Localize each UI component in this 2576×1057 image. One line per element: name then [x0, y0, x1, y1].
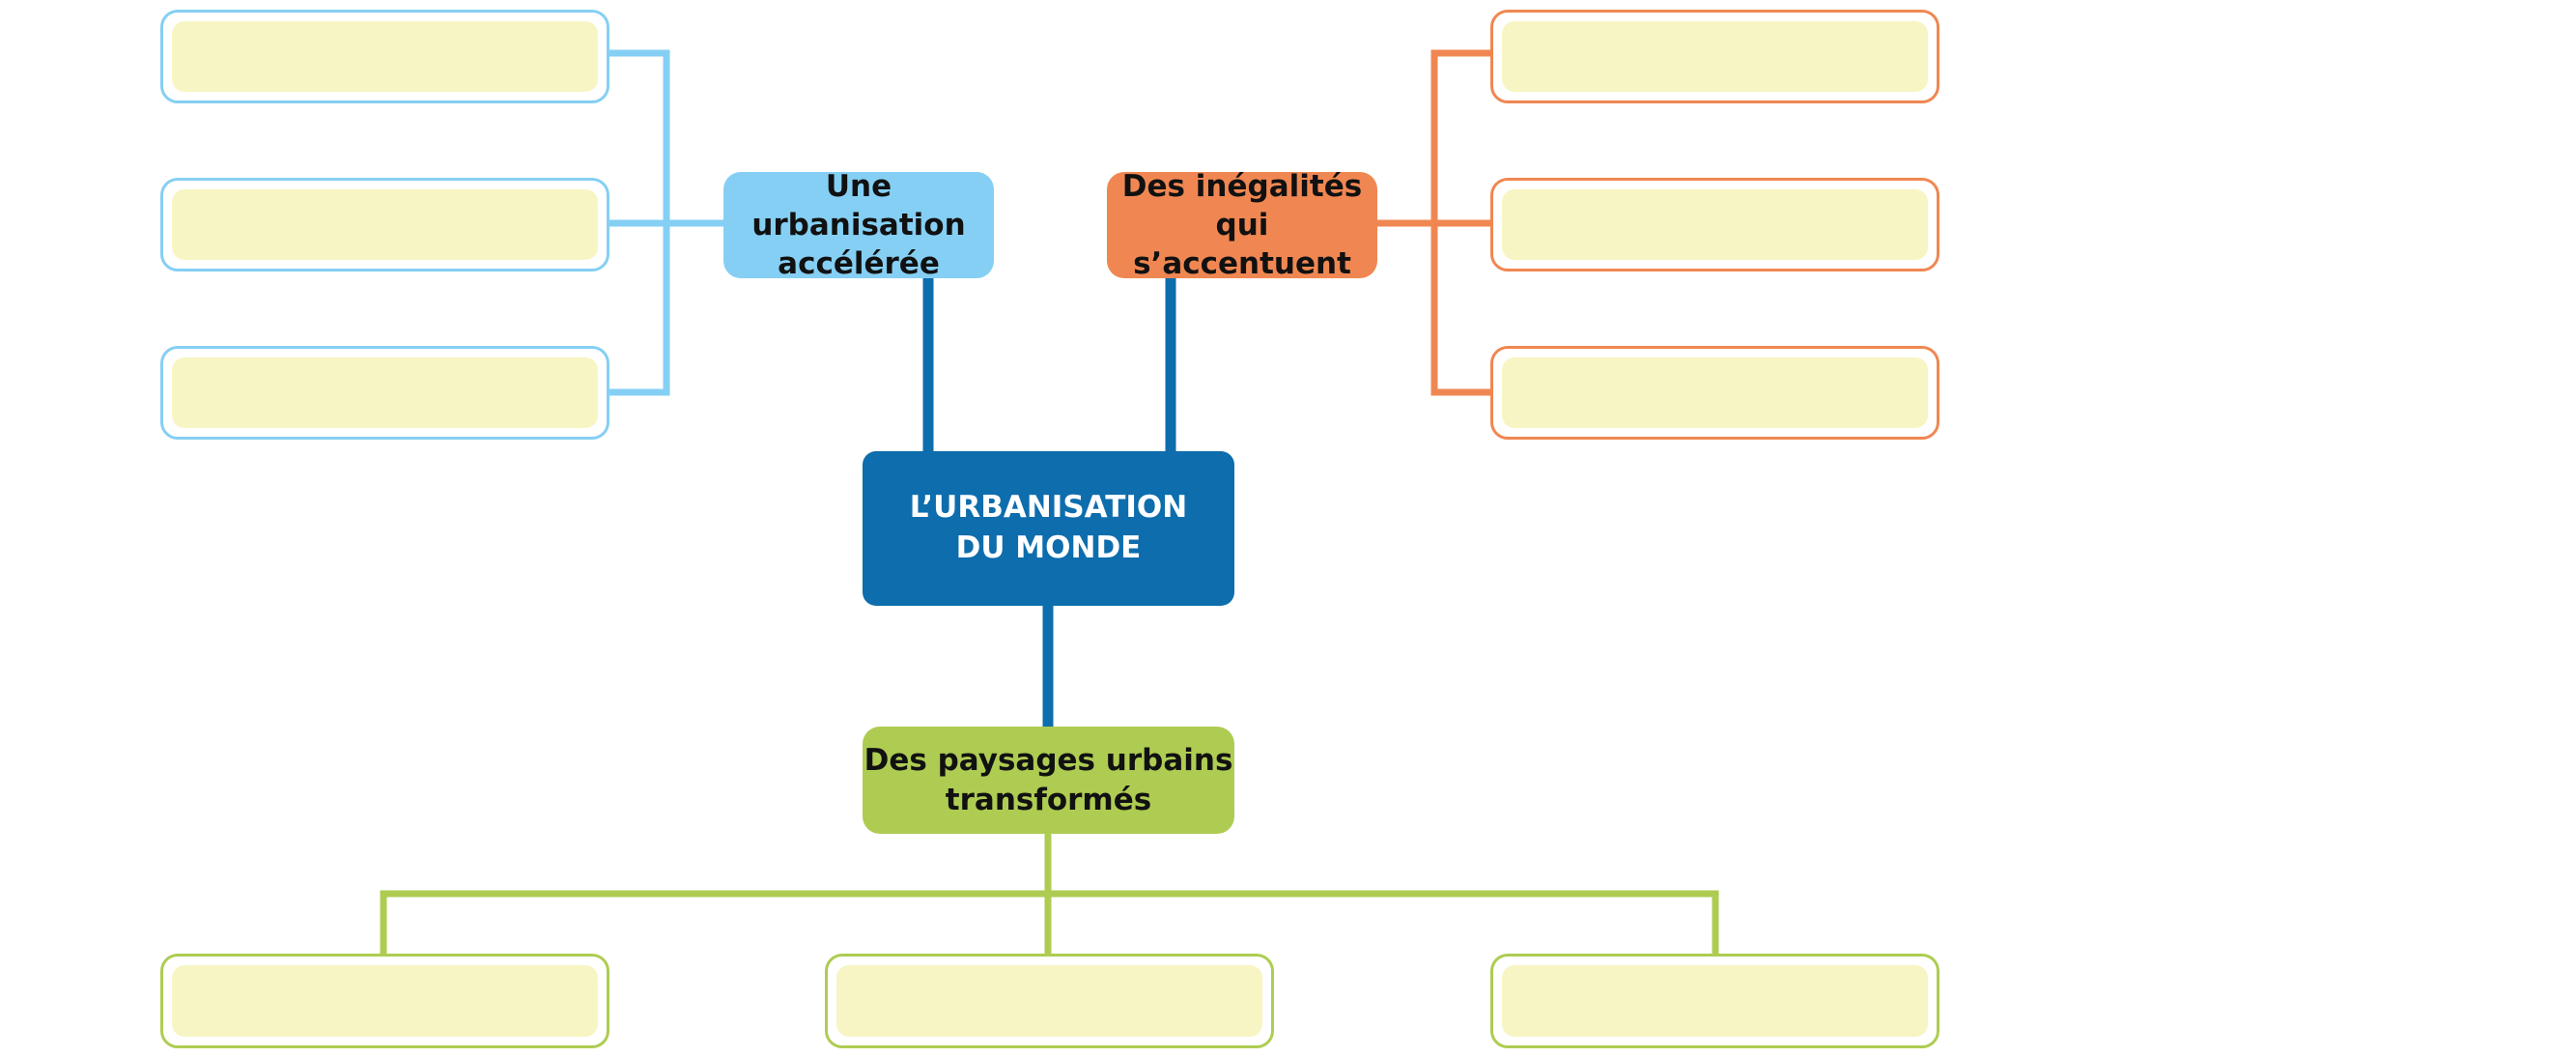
answer-slot-left-1[interactable]: [160, 10, 609, 103]
branch-paysages-line-2: transformés: [945, 782, 1152, 817]
answer-slot-left-3[interactable]: [160, 346, 609, 440]
central-topic-line-2: DU MONDE: [955, 530, 1142, 565]
branch-inegalites-line-1: Des inégalités: [1121, 168, 1363, 204]
central-topic-node: L’URBANISATION DU MONDE: [863, 451, 1234, 606]
answer-slot-right-3[interactable]: [1490, 346, 1939, 440]
branch-urbanisation-line-2: accélérée: [778, 246, 940, 282]
answer-slot-left-2[interactable]: [160, 178, 609, 271]
answer-slot-bottom-1[interactable]: [160, 954, 609, 1048]
branch-urbanisation-line-1: Une urbanisation: [751, 168, 966, 243]
branch-node-urbanisation: Une urbanisation accélérée: [723, 169, 994, 281]
branch-node-inegalites: Des inégalités qui s’accentuent: [1107, 169, 1377, 281]
answer-slot-bottom-3[interactable]: [1490, 954, 1939, 1048]
answer-slot-right-2[interactable]: [1490, 178, 1939, 271]
central-topic-line-1: L’URBANISATION: [909, 490, 1188, 526]
branch-node-paysages: Des paysages urbains transformés: [863, 727, 1234, 834]
branch-paysages-line-1: Des paysages urbains: [863, 743, 1233, 779]
branch-inegalites-line-2: qui s’accentuent: [1133, 207, 1351, 282]
answer-slot-right-1[interactable]: [1490, 10, 1939, 103]
answer-slot-bottom-2[interactable]: [825, 954, 1274, 1048]
